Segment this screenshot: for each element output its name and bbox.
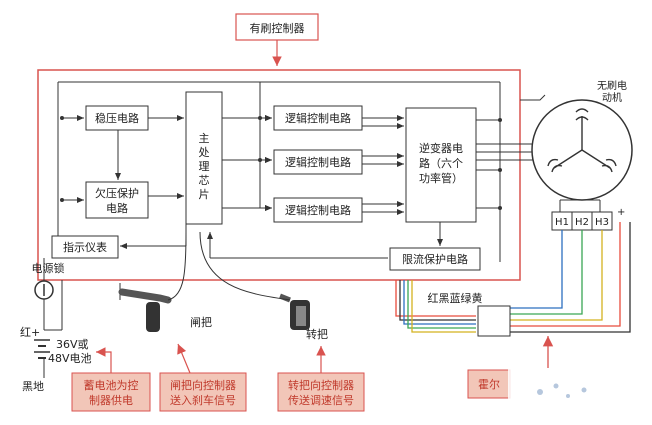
svg-text:芯: 芯 <box>199 173 210 187</box>
svg-text:片: 片 <box>199 188 210 201</box>
main-chip-box <box>185 91 223 225</box>
inverter-label-1: 逆变器电 <box>419 141 463 155</box>
undervoltage-label-1: 欠压保护 <box>95 186 139 200</box>
throttle-annotation-1: 转把向控制器 <box>288 378 354 392</box>
battery-label-1: 36V或 <box>56 338 89 351</box>
logic-box-3 <box>273 197 363 223</box>
indicator-box <box>51 235 119 259</box>
brake-annotation-box <box>159 372 247 412</box>
logic-label-3: 逻辑控制电路 <box>285 203 351 217</box>
hall-wires <box>395 222 631 333</box>
hall-h1-label: H1 <box>555 217 569 228</box>
wire-colors-label: 红黑蓝绿黄 <box>428 291 483 305</box>
regulator-label: 稳压电路 <box>95 111 139 125</box>
motor-windings <box>547 108 617 173</box>
svg-text:主: 主 <box>199 132 210 145</box>
undervoltage-label-2: 电路 <box>106 202 128 215</box>
title-label: 有刷控制器 <box>250 21 305 35</box>
hall-plus-label: + <box>617 207 625 218</box>
current-limit-label: 限流保护电路 <box>402 252 468 266</box>
inverter-label-3: 功率管） <box>419 171 463 185</box>
brake-annotation-1: 闸把向控制器 <box>170 378 236 392</box>
battery-annotation-2: 制器供电 <box>89 393 133 407</box>
main-chip-label: 主 处 理 芯 片 <box>199 132 210 201</box>
hall-connector <box>477 305 511 337</box>
logic-label-2: 逻辑控制电路 <box>285 155 351 169</box>
brake-label: 闸把 <box>190 315 212 329</box>
hall-h3-label: H3 <box>595 217 609 228</box>
hall-h2-label: H2 <box>575 217 589 228</box>
throttle-label: 转把 <box>306 327 328 341</box>
inverter-box <box>405 107 477 223</box>
logic-box-1 <box>273 105 363 131</box>
motor-label-1: 无刷电 <box>597 79 627 92</box>
battery-annotation-box <box>71 372 151 412</box>
battery-label-2: 48V电池 <box>48 352 92 365</box>
brake-annotation-2: 送入刹车信号 <box>170 393 236 407</box>
controller-border <box>37 69 521 281</box>
battery-annotation-1: 蓄电池为控 <box>84 378 139 392</box>
red-positive-label: 红+ <box>20 326 40 339</box>
throttle-handle-icon <box>279 293 310 330</box>
current-limit-box <box>389 247 481 271</box>
bus-lines <box>57 81 540 262</box>
undervoltage-box <box>85 181 149 219</box>
watermark-logo <box>537 383 587 398</box>
logic-box-2 <box>273 149 363 175</box>
svg-text:理: 理 <box>199 160 210 173</box>
hall-annotation-label: 霍尔 <box>478 378 500 391</box>
throttle-annotation-box <box>277 372 365 412</box>
throttle-annotation-2: 传送调速信号 <box>288 393 354 407</box>
logic-label-1: 逻辑控制电路 <box>285 111 351 125</box>
watermark-overlay <box>508 368 628 408</box>
junction-dots <box>60 116 502 210</box>
power-lock-label: 电源锁 <box>32 261 65 275</box>
indicator-label: 指示仪表 <box>63 240 107 254</box>
inverter-label-2: 路（六个 <box>419 157 463 170</box>
title-box <box>235 13 319 41</box>
ground-label: 黑地 <box>22 380 44 393</box>
regulator-box <box>85 105 149 131</box>
motor-label-2: 动机 <box>602 91 622 104</box>
svg-text:处: 处 <box>199 146 210 159</box>
brake-handle-icon <box>118 288 172 332</box>
